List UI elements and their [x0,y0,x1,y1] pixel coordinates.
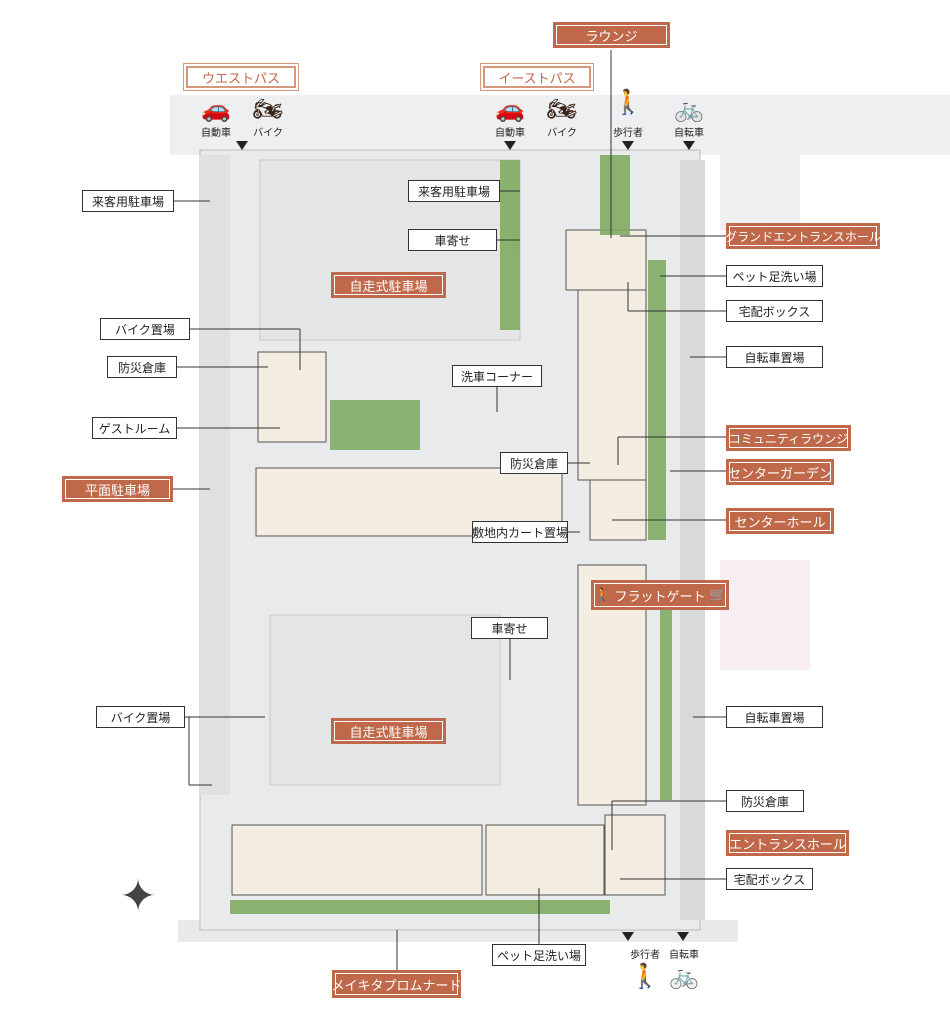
bicycle-icon: 🚲 [669,962,699,990]
pedestrian-icon: 🚶 [630,962,660,990]
label-cart-area: 敷地内カート置場 [472,521,568,543]
label-east-path: イーストパス [480,63,594,91]
flat-gate-text: フラットゲート [614,589,706,605]
entry-arrow-icon [622,141,634,150]
label-community-lounge: コミュニティラウンジ [726,425,851,451]
label-bicycle-parking-bottom: 自転車置場 [726,706,823,728]
label-disaster-store-right: 防災倉庫 [726,790,804,812]
label-entrance-hall: エントランスホール [726,830,849,856]
label-dropoff-top: 車寄せ [408,229,497,251]
motorbike-icon: 🏍 [546,95,578,123]
label-flat-parking: 平面駐車場 [62,476,173,502]
compass-rose: ✦ [119,871,157,922]
entry-arrow-icon [622,932,634,941]
shopping-cart-icon: 🛒 [709,587,726,603]
label-disaster-store-center: 防災倉庫 [500,452,568,474]
label-west-path: ウエストパス [183,63,299,91]
access-motorbike-label: バイク [253,128,283,139]
entry-arrow-icon [236,141,248,150]
label-delivery-box-bottom: 宅配ボックス [726,868,813,890]
label-bicycle-parking-top: 自転車置場 [726,346,823,368]
entry-arrow-icon [683,141,695,150]
label-dropoff-bottom: 車寄せ [471,617,548,639]
pedestrian-icon: 🚶 [613,88,643,116]
access-pedestrian-label: 歩行者 [630,950,660,961]
label-flat-gate: 🚶 フラットゲート 🛒 [591,580,729,610]
entry-arrow-icon [504,141,516,150]
label-self-parking-top: 自走式駐車場 [331,272,446,298]
label-center-garden: センターガーデン [726,459,834,485]
access-pedestrian-label: 歩行者 [613,128,643,139]
car-icon: 🚗 [201,95,231,123]
label-pet-wash-bottom: ペット足洗い場 [492,944,586,966]
bicycle-icon: 🚲 [674,95,704,123]
access-motorbike-label: バイク [547,128,577,139]
label-pet-wash-right: ペット足洗い場 [726,265,823,287]
label-guest-parking-left: 来客用駐車場 [82,190,174,212]
label-guest-room: ゲストルーム [92,417,177,439]
label-center-hall: センターホール [726,508,834,534]
pedestrian-icon: 🚶 [594,587,611,603]
access-bicycle-label: 自転車 [674,128,704,139]
label-guest-parking-center: 来客用駐車場 [408,180,500,202]
access-bicycle-label: 自転車 [669,950,699,961]
motorbike-icon: 🏍 [252,95,284,123]
entry-arrow-icon [677,932,689,941]
label-lounge: ラウンジ [553,22,670,48]
car-icon: 🚗 [495,95,525,123]
label-self-parking-bottom: 自走式駐車場 [331,718,446,744]
label-grand-entrance: グランドエントランスホール [725,223,881,249]
access-car-label: 自動車 [495,128,525,139]
label-delivery-box-top: 宅配ボックス [726,300,823,322]
label-disaster-store-left: 防災倉庫 [107,356,177,378]
label-bike-parking-bottom: バイク置場 [96,706,185,728]
access-car-label: 自動車 [201,128,231,139]
label-promenade: メイキタプロムナード [332,970,462,998]
label-bike-parking-top: バイク置場 [100,318,190,340]
label-car-wash: 洗車コーナー [452,365,542,387]
